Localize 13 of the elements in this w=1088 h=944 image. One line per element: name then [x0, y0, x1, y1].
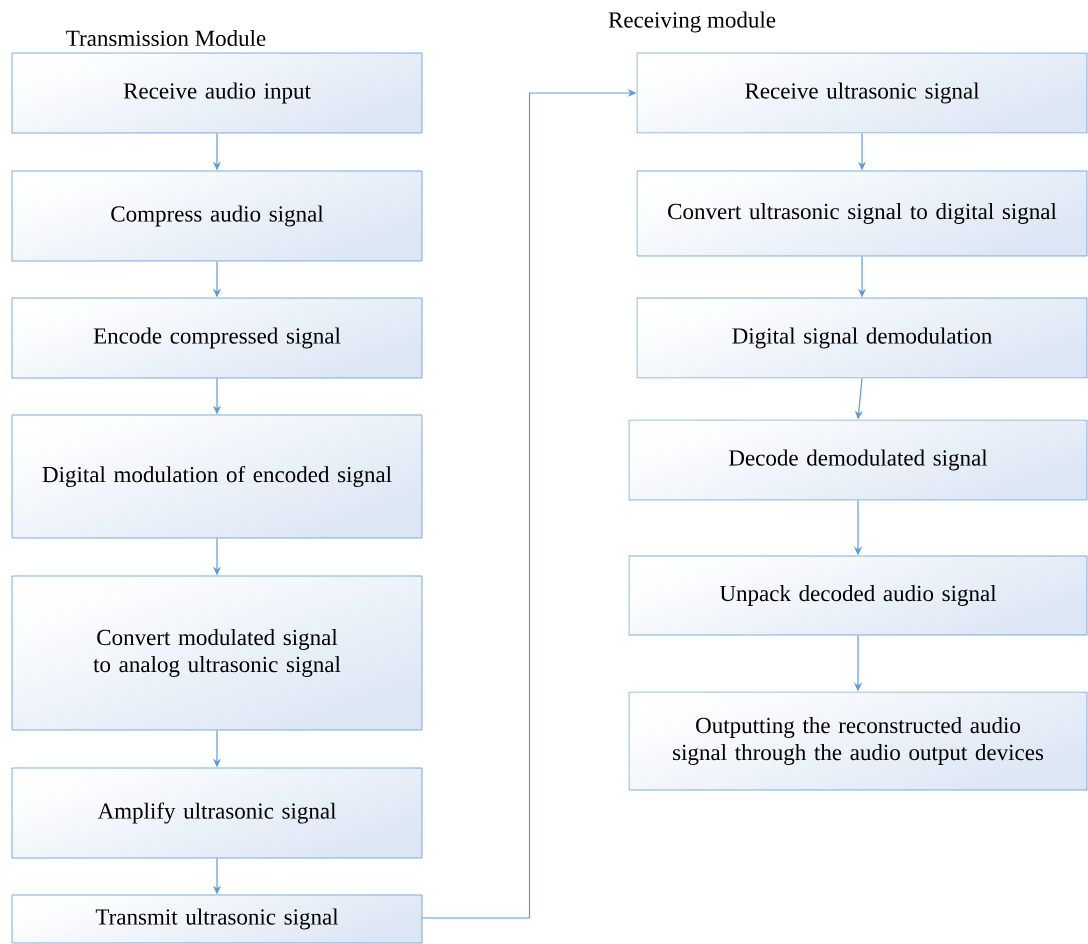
process-box: Compress audio signal — [11, 170, 423, 262]
process-box: Unpack decoded audio signal — [628, 555, 1088, 636]
process-box: Outputting the reconstructed audio signal through the audio output devices — [628, 691, 1088, 791]
process-box: Convert ultrasonic signal to digital signal — [636, 170, 1088, 257]
process-box: Digital modulation of encoded signal — [11, 414, 423, 539]
process-box: Decode demodulated signal — [628, 419, 1088, 501]
process-box: Receive audio input — [11, 52, 423, 134]
process-box: Encode compressed signal — [11, 297, 423, 379]
process-box: Amplify ultrasonic signal — [11, 767, 423, 859]
process-box: Receive ultrasonic signal — [636, 52, 1088, 134]
process-box: Convert modulated signal to analog ultrasonic signal — [11, 575, 423, 731]
process-box: Digital signal demodulation — [636, 297, 1088, 379]
process-box: Transmit ultrasonic signal — [11, 894, 423, 944]
